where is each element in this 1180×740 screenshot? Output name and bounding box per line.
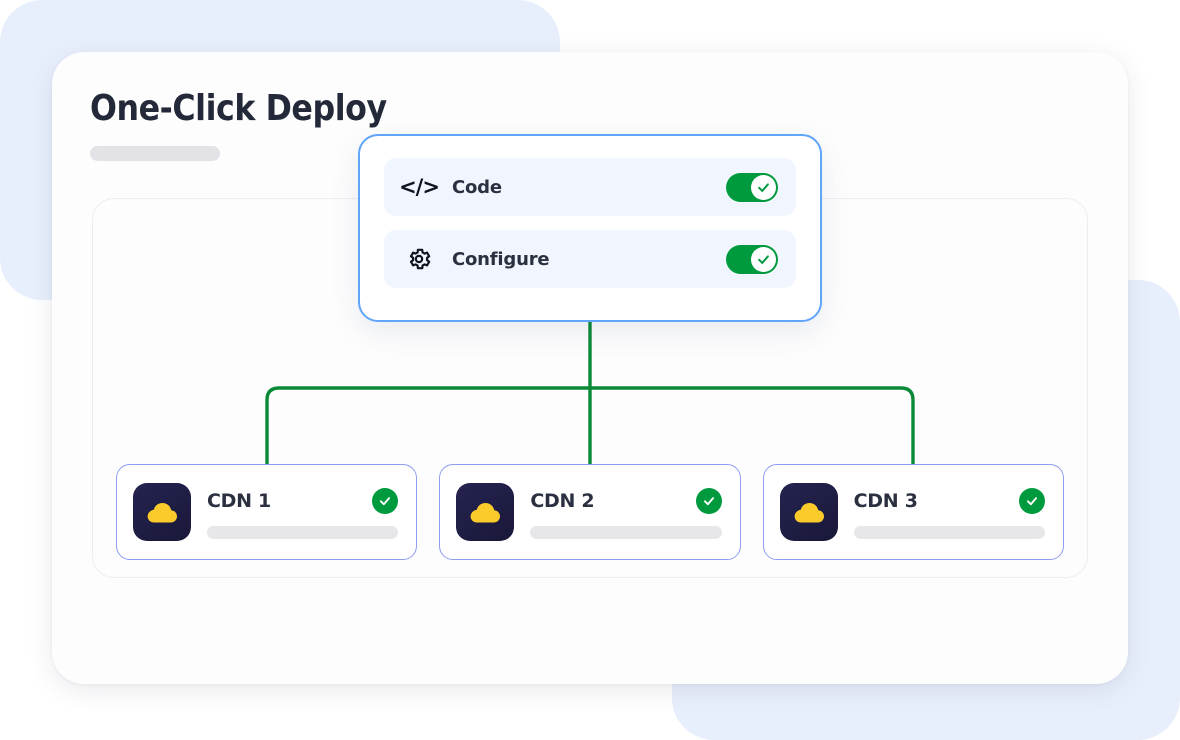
cdn-card-body: CDN 1 bbox=[207, 486, 399, 539]
page-title: One-Click Deploy bbox=[90, 88, 387, 129]
toggle-row-label-code: Code bbox=[452, 176, 502, 198]
cdn-card-name: CDN 3 bbox=[853, 489, 918, 512]
check-icon bbox=[1026, 496, 1038, 505]
status-badge bbox=[1018, 487, 1045, 514]
toggle-switch-code[interactable] bbox=[726, 172, 778, 202]
cloud-icon bbox=[133, 483, 191, 541]
toggle-row-configure[interactable]: Configure bbox=[384, 230, 796, 288]
subtitle-placeholder-bar bbox=[90, 146, 220, 161]
cdn-card-1[interactable]: CDN 1 bbox=[116, 464, 418, 560]
cdn-card-body: CDN 3 bbox=[853, 486, 1045, 539]
toggle-switch-configure[interactable] bbox=[726, 244, 778, 274]
status-badge bbox=[695, 487, 722, 514]
cdn-progress-placeholder bbox=[853, 525, 1045, 539]
code-icon: </> bbox=[399, 175, 440, 199]
cdn-card-header: CDN 3 bbox=[853, 487, 1045, 514]
cdn-progress-placeholder bbox=[530, 525, 722, 539]
cdn-node-list: CDN 1 CDN 2 bbox=[116, 464, 1064, 560]
gear-icon bbox=[404, 244, 434, 274]
toggle-knob bbox=[751, 174, 776, 200]
cdn-card-3[interactable]: CDN 3 bbox=[762, 464, 1064, 560]
action-toggle-panel: </> Code Configure bbox=[358, 134, 822, 322]
cdn-card-2[interactable]: CDN 2 bbox=[439, 464, 741, 560]
status-badge bbox=[372, 487, 399, 514]
toggle-row-label-configure: Configure bbox=[452, 248, 550, 270]
cdn-card-header: CDN 2 bbox=[530, 487, 722, 514]
cdn-card-header: CDN 1 bbox=[207, 487, 399, 514]
check-icon bbox=[380, 496, 391, 505]
toggle-row-code[interactable]: </> Code bbox=[384, 158, 796, 216]
cloud-icon bbox=[779, 483, 838, 541]
cdn-progress-placeholder bbox=[207, 525, 399, 539]
cdn-card-name: CDN 2 bbox=[530, 489, 595, 512]
cdn-card-body: CDN 2 bbox=[530, 486, 722, 539]
toggle-knob bbox=[751, 246, 776, 272]
check-icon bbox=[758, 182, 769, 192]
cdn-card-name: CDN 1 bbox=[207, 489, 271, 512]
cloud-icon bbox=[456, 483, 515, 541]
check-icon bbox=[703, 496, 714, 505]
check-icon bbox=[758, 254, 769, 264]
